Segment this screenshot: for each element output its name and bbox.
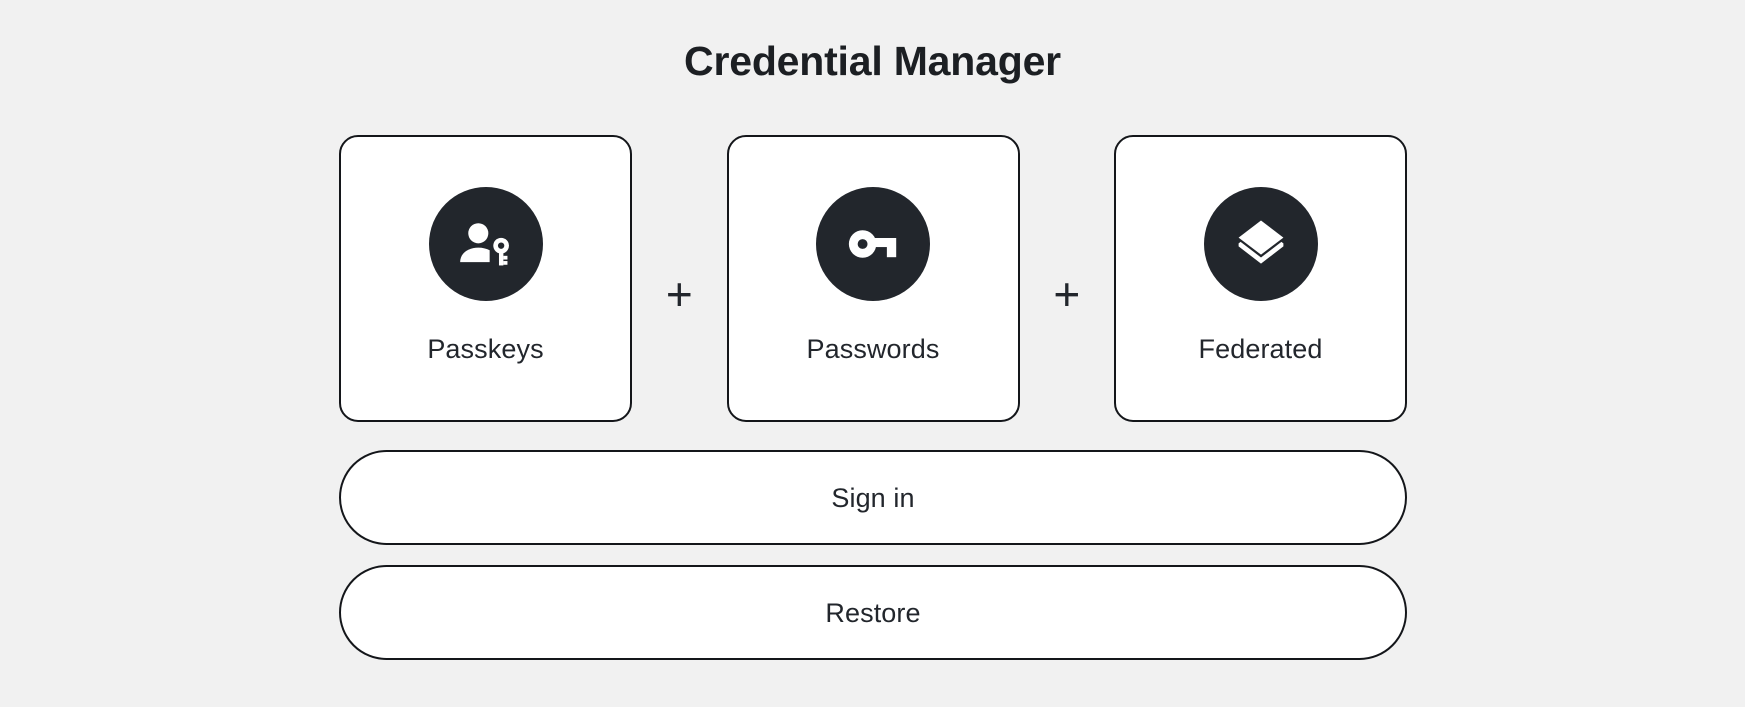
credential-card-federated[interactable]: Federated (1114, 135, 1407, 422)
key-icon (816, 186, 930, 301)
credential-card-label: Passkeys (427, 333, 544, 364)
credential-card-label: Federated (1198, 333, 1323, 364)
page-title: Credential Manager (684, 38, 1061, 84)
credential-card-label: Passwords (806, 333, 940, 364)
action-button-stack: Sign in Restore (339, 450, 1407, 660)
person-key-icon (428, 186, 543, 301)
sign-in-button[interactable]: Sign in (339, 450, 1407, 545)
plus-separator-1: + (665, 267, 693, 320)
restore-button[interactable]: Restore (339, 565, 1407, 660)
credential-card-passkeys[interactable]: Passkeys (339, 135, 632, 422)
layers-icon (1203, 186, 1318, 301)
plus-separator-2: + (1053, 267, 1081, 320)
credential-card-passwords[interactable]: Passwords (726, 135, 1020, 422)
credential-type-row: Passkeys + Passwords + (339, 135, 1407, 422)
